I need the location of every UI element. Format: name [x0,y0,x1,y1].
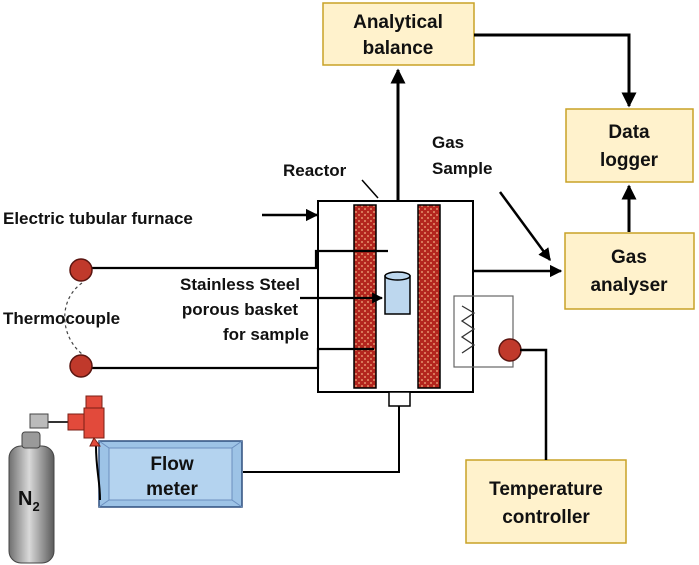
analytical-balance-line2: balance [363,38,434,59]
flowmeter-to-reactor-line [243,406,400,473]
data-logger-box: Data logger [565,108,694,183]
gas-inlet-port [388,391,411,407]
thermocouple-link [64,282,83,355]
gas-valve [67,395,105,447]
sensor-to-controller-line [520,348,548,460]
heater-left [353,204,377,389]
electric-furnace-label: Electric tubular furnace [3,209,193,228]
temperature-controller-line1: Temperature [489,479,603,500]
controller-sensor-node [498,338,522,362]
sample-basket [384,271,411,315]
thermocouple-upper-wire [92,249,388,270]
basket-label-line2: porous basket [182,300,299,319]
heater-right [417,204,441,389]
flow-meter-box: Flow meter [98,440,243,508]
svg-text:N2: N2 [18,488,40,514]
gas-sample-label-line2: Sample [432,159,492,178]
thermocouple-junction-top [69,258,93,282]
n2-subscript: 2 [32,499,39,514]
data-logger-line1: Data [608,122,650,143]
reactor-label-arrow [361,179,379,199]
gas-analyser-box: Gas analyser [564,232,695,310]
nitrogen-cylinder: N2 [8,413,101,564]
thermocouple-junction-bottom [69,354,93,378]
data-logger-line2: logger [600,150,659,171]
gas-sample-label-line1: Gas [432,133,464,152]
temperature-controller-box: Temperature controller [465,459,627,544]
thermocouple-label: Thermocouple [3,309,120,328]
gas-sample-arrow [498,191,552,262]
furnace [317,200,514,393]
n2-label: N [18,488,32,510]
analytical-balance-line1: Analytical [353,12,443,33]
basket-label-line3: for sample [223,325,309,344]
flow-meter-line2: meter [146,479,198,500]
reactor-label: Reactor [283,161,347,180]
basket-label-line1: Stainless Steel [180,275,300,294]
flow-meter-line1: Flow [150,454,193,475]
gas-analyser-line2: analyser [590,275,668,296]
heater-coil [460,305,476,354]
balance-to-logger-line [474,33,637,108]
temperature-controller-line2: controller [502,507,590,528]
analytical-balance-box: Analytical balance [322,2,475,66]
thermocouple-lower-wire [92,347,374,370]
heater-coil-box [453,295,514,368]
gas-analyser-line1: Gas [611,247,647,268]
